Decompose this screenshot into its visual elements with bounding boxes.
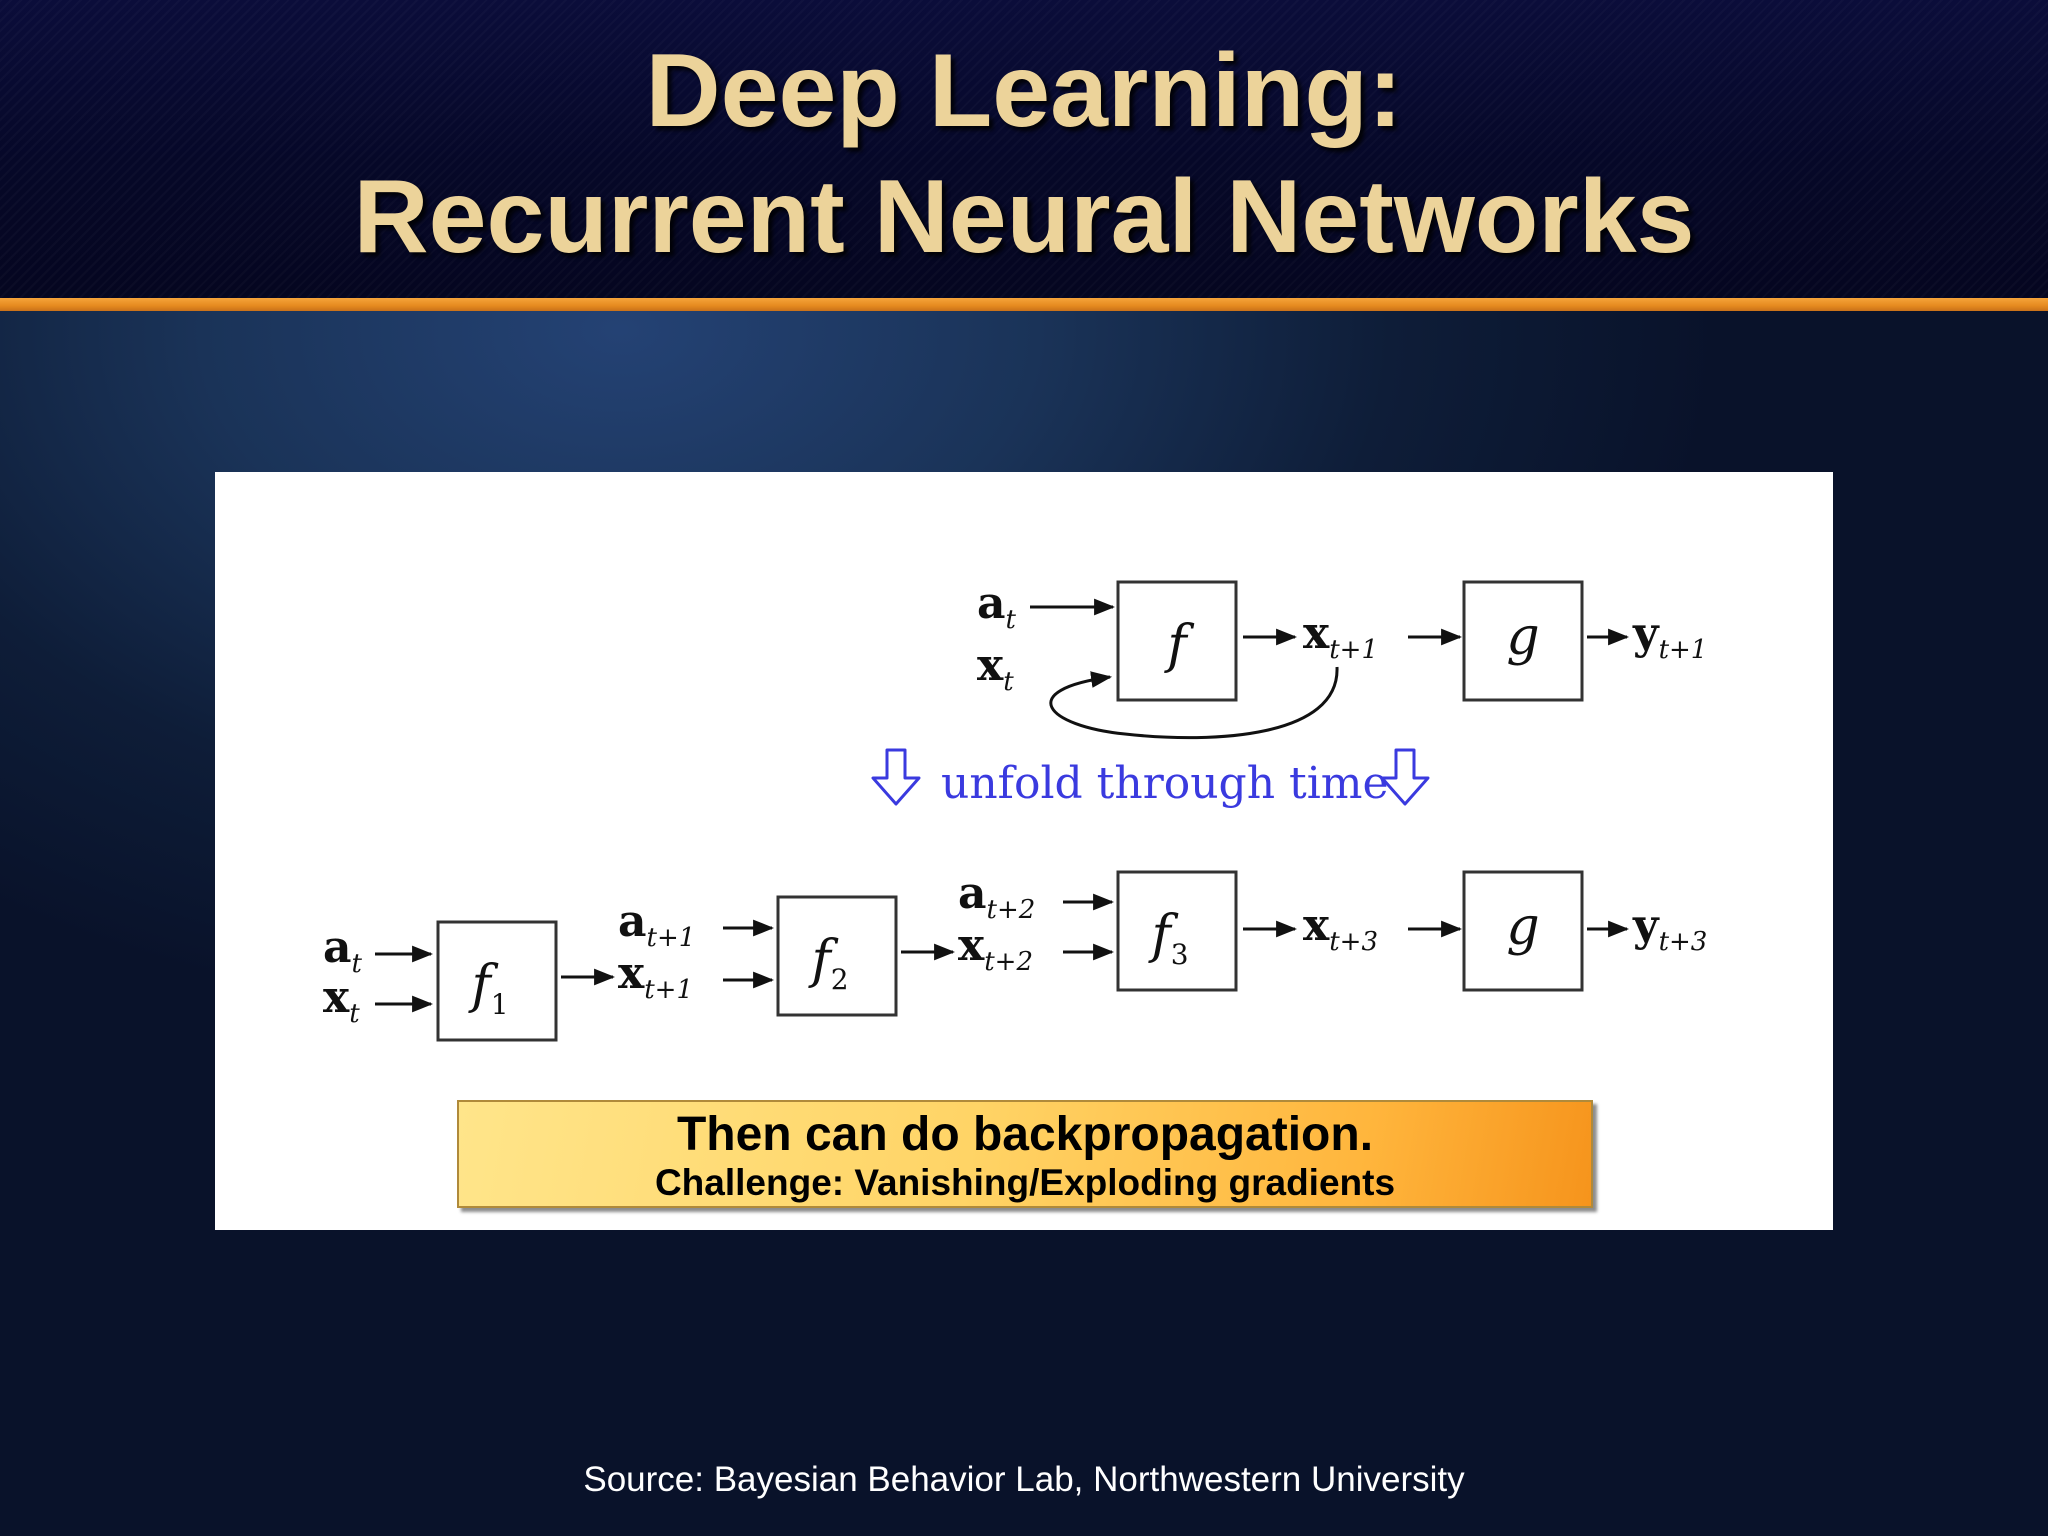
compact-box-g <box>1462 580 1584 702</box>
unrolled-g-label: g <box>1506 897 1539 957</box>
slide-title: Deep Learning: Recurrent Neural Networks <box>0 28 2048 280</box>
unfold-label: unfold through time <box>941 758 1389 809</box>
unrolled-x-t1: xt+1 <box>618 948 693 1005</box>
compact-rnn: at xt f xt+1 g yt+1 <box>977 578 1707 740</box>
compact-input-a: at <box>977 578 1017 635</box>
unrolled-y-t3: yt+3 <box>1632 900 1707 957</box>
unfold-through-time: unfold through time <box>871 748 1430 809</box>
unrolled-a-t1: at+1 <box>618 896 695 953</box>
unrolled-x-t: xt <box>323 972 360 1029</box>
unrolled-x-t2: xt+2 <box>958 920 1033 977</box>
title-bar <box>0 0 2048 298</box>
compact-input-x: xt <box>977 640 1014 697</box>
source-credit: Source: Bayesian Behavior Lab, Northwest… <box>583 1460 1465 1499</box>
unrolled-box-f2 <box>776 895 898 1017</box>
callout-main-text: Then can do backpropagation. <box>676 1108 1374 1161</box>
down-arrow-icon <box>871 748 921 806</box>
unrolled-a-t: at <box>323 922 363 979</box>
unrolled-rnn: at xt f1 at+1 xt+1 f2 at+2 xt+2 f3 xt+ <box>323 868 1707 1042</box>
compact-box-f <box>1116 580 1238 702</box>
unrolled-box-f3 <box>1116 870 1238 992</box>
recurrent-loop-arrow <box>1049 666 1339 740</box>
rnn-diagram: at xt f xt+1 g yt+1 unfold through time … <box>323 578 1707 1042</box>
unrolled-box-f1 <box>436 920 558 1042</box>
compact-g-label: g <box>1506 607 1539 667</box>
compact-state-x: xt+1 <box>1303 608 1378 665</box>
title-divider <box>0 298 2048 311</box>
slide-title-line-1: Deep Learning: <box>645 33 1403 149</box>
unrolled-x-t3: xt+3 <box>1303 900 1378 957</box>
down-arrow-icon <box>1380 748 1430 806</box>
backprop-callout: Then can do backpropagation. Challenge: … <box>457 1100 1593 1208</box>
callout-sub-text: Challenge: Vanishing/Exploding gradients <box>654 1162 1396 1203</box>
unrolled-a-t2: at+2 <box>958 868 1035 925</box>
unrolled-box-g <box>1462 870 1584 992</box>
compact-output-y: yt+1 <box>1632 608 1707 665</box>
rnn-diagram-figure: at xt f xt+1 g yt+1 unfold through time … <box>215 472 1833 1230</box>
slide-title-line-2: Recurrent Neural Networks <box>353 159 1695 275</box>
